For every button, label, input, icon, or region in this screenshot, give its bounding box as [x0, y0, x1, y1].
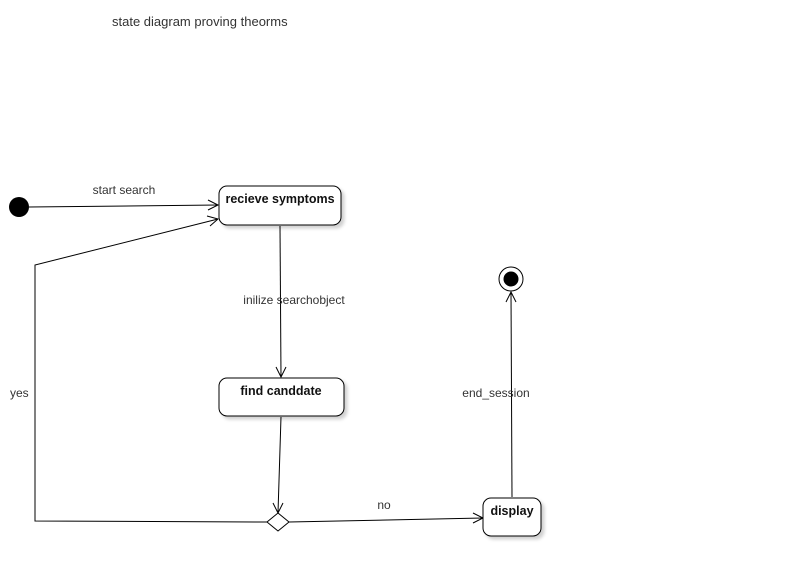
state-find-candidate[interactable]: find canddate	[218, 377, 345, 417]
state-display-label: display	[490, 504, 533, 518]
transition-no[interactable]	[288, 512, 485, 524]
label-yes: yes	[10, 386, 29, 400]
label-start-search: start search	[93, 183, 156, 197]
label-init-search: inilize searchobject	[243, 293, 345, 307]
final-state-node[interactable]	[498, 266, 524, 292]
label-no: no	[377, 498, 391, 512]
diagram-title: state diagram proving theorms	[112, 14, 288, 29]
initial-state-node[interactable]	[9, 197, 29, 217]
state-receive-symptoms-label: recieve symptoms	[225, 192, 334, 206]
transition-end-session[interactable]	[505, 290, 517, 498]
label-end-session: end_session	[462, 386, 529, 400]
state-receive-symptoms[interactable]: recieve symptoms	[218, 185, 342, 226]
transition-yes[interactable]	[34, 215, 268, 523]
decision-node[interactable]	[266, 512, 290, 532]
transition-find-to-decision[interactable]	[272, 416, 284, 515]
transition-start-search[interactable]	[28, 199, 220, 211]
state-find-candidate-label: find canddate	[240, 384, 321, 398]
transition-init-search[interactable]	[275, 225, 287, 379]
state-display[interactable]: display	[482, 497, 542, 537]
